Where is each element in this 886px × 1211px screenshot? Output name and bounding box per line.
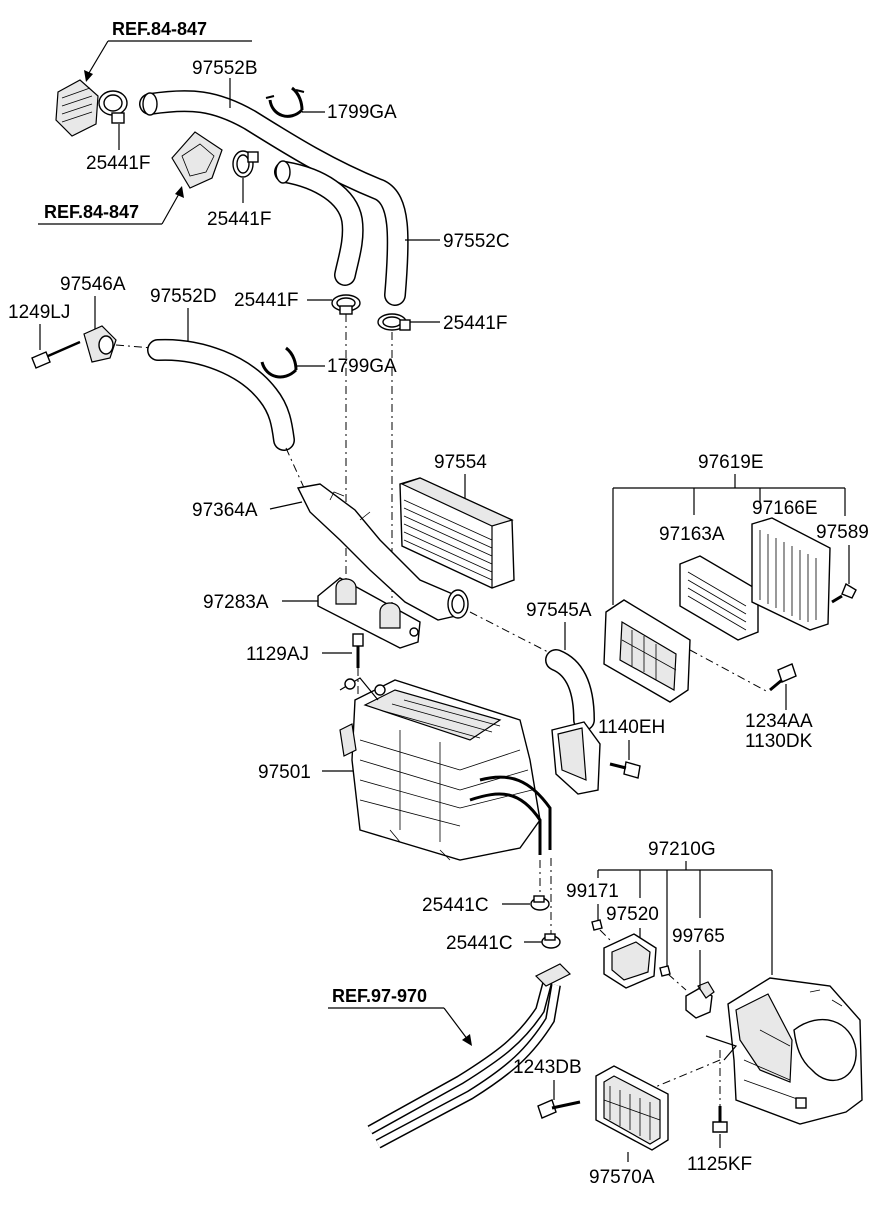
label-1130DK[interactable]: 1130DK <box>745 731 813 752</box>
dashline-97570A <box>647 1059 721 1091</box>
hose-97552C <box>274 160 364 286</box>
leader-97364A <box>269 501 303 510</box>
dashline-97545A <box>469 611 549 653</box>
label-97570A[interactable]: 97570A <box>589 1167 655 1188</box>
label-97589[interactable]: 97589 <box>816 522 869 543</box>
ref-84-847-mid-label[interactable]: REF.84-847 <box>44 202 139 222</box>
ref-84-847-top-label[interactable]: REF.84-847 <box>112 19 207 39</box>
label-97163A[interactable]: 97163A <box>659 524 725 545</box>
filter-cover-97619E <box>603 599 691 703</box>
bracket-97546A <box>83 325 117 363</box>
clip-1799GA-top <box>265 86 305 118</box>
clamp-25441F-c <box>331 294 361 315</box>
bolt-1125KF <box>712 1106 728 1133</box>
label-25441C-b[interactable]: 25441C <box>446 933 513 954</box>
pipes-97-970 <box>367 963 572 1149</box>
screw-99765-mid <box>659 965 671 977</box>
label-97520[interactable]: 97520 <box>606 904 659 925</box>
screw-99171 <box>591 904 603 931</box>
label-1129AJ[interactable]: 1129AJ <box>246 644 309 665</box>
clamp-25441F-d <box>377 313 411 331</box>
hose-97552D <box>147 338 295 451</box>
ref-97-970-label[interactable]: REF.97-970 <box>332 986 427 1006</box>
dashline-1234AA <box>689 649 769 693</box>
unit-97501 <box>339 677 552 861</box>
screw-1249LJ <box>31 340 81 369</box>
label-25441F-b[interactable]: 25441F <box>207 209 271 230</box>
blower-housing-97210G <box>705 977 863 1125</box>
label-99171[interactable]: 99171 <box>566 881 619 902</box>
label-97166E[interactable]: 97166E <box>752 498 818 519</box>
filter-97554 <box>399 477 515 589</box>
actuator-97520 <box>603 933 657 989</box>
label-25441F-c[interactable]: 25441F <box>234 290 298 311</box>
dashline-97546A <box>115 344 153 349</box>
dashline-97552D <box>285 447 306 491</box>
filter-97166E <box>751 517 831 631</box>
ref-84-847-mid-leader <box>161 191 181 225</box>
clamp-25441C-a <box>530 895 550 911</box>
ref-84-847-top-leader <box>85 40 109 79</box>
bolt-1129AJ <box>352 633 364 668</box>
hose-97552B <box>139 90 409 306</box>
label-97552B[interactable]: 97552B <box>192 58 258 79</box>
duct-97364A <box>296 483 469 621</box>
dashline-99765 <box>667 973 687 991</box>
grille-97570A <box>595 1065 669 1151</box>
clip-1799GA-mid <box>260 346 298 379</box>
label-99765[interactable]: 99765 <box>672 926 725 947</box>
screw-1243DB <box>537 1099 581 1119</box>
screw-97589 <box>831 582 857 604</box>
clamp-25441C-b <box>541 933 561 949</box>
label-97552D[interactable]: 97552D <box>150 286 217 307</box>
label-25441F-d[interactable]: 25441F <box>443 313 507 334</box>
label-1799GA-mid[interactable]: 1799GA <box>327 356 397 377</box>
duct-connector-mid <box>171 131 223 189</box>
ref-84-847-mid-arrowhead <box>175 186 184 198</box>
label-1799GA-top[interactable]: 1799GA <box>327 102 397 123</box>
label-97619E[interactable]: 97619E <box>698 452 764 473</box>
screw-1234AA <box>769 663 797 692</box>
label-1234AA[interactable]: 1234AA <box>745 711 813 732</box>
clamp-25441F-b <box>232 150 259 178</box>
label-97554[interactable]: 97554 <box>434 452 487 473</box>
filter-97163A <box>679 555 759 641</box>
label-1249LJ[interactable]: 1249LJ <box>8 302 70 323</box>
ref-97-970-leader <box>443 1007 469 1041</box>
label-1243DB[interactable]: 1243DB <box>513 1057 582 1078</box>
ref-84-847-top-arrowhead <box>84 70 93 82</box>
ref-97-970-arrowhead <box>462 1034 472 1046</box>
label-97210G[interactable]: 97210G <box>648 839 716 860</box>
label-97501[interactable]: 97501 <box>258 762 311 783</box>
label-97552C[interactable]: 97552C <box>443 231 510 252</box>
label-97364A[interactable]: 97364A <box>192 500 258 521</box>
label-97283A[interactable]: 97283A <box>203 592 269 613</box>
label-1125KF[interactable]: 1125KF <box>687 1154 752 1175</box>
duct-connector-top <box>55 79 99 137</box>
label-1140EH[interactable]: 1140EH <box>598 717 665 738</box>
label-25441C-a[interactable]: 25441C <box>422 895 489 916</box>
label-25441F-a[interactable]: 25441F <box>86 153 150 174</box>
duct-97545A <box>545 649 601 795</box>
dashline-99171 <box>599 929 613 943</box>
screw-1140EH <box>609 761 641 779</box>
plate-97283A <box>317 577 421 649</box>
clamp-25441F-top <box>98 90 128 124</box>
label-97546A[interactable]: 97546A <box>60 274 126 295</box>
label-97545A[interactable]: 97545A <box>526 600 592 621</box>
